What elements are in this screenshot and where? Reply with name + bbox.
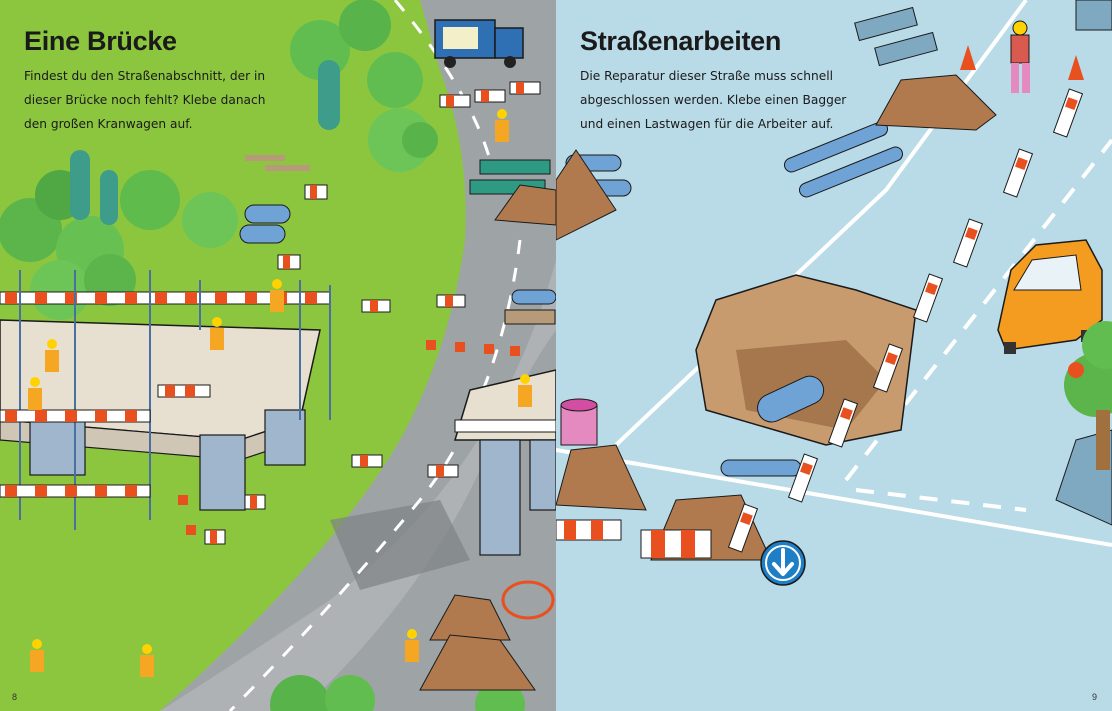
right-page: Straßenarbeiten Die Reparatur dieser Str… [556, 0, 1112, 711]
road [160, 0, 556, 711]
bucket [560, 398, 598, 446]
left-page-number: 8 [12, 692, 18, 702]
left-text-line: den großen Kranwagen auf. [24, 117, 193, 131]
right-text-line: und einen Lastwagen für die Arbeiter auf… [580, 117, 834, 131]
bridge [0, 270, 556, 556]
hose [501, 580, 555, 620]
left-text-line: Findest du den Straßenabschnitt, der in [24, 69, 266, 83]
pipe-in-hole [757, 375, 825, 423]
right-text-line: Die Reparatur dieser Straße muss schnell [580, 69, 833, 83]
left-page-text: Findest du den Straßenabschnitt, der in … [24, 64, 265, 136]
left-page-title: Eine Brücke [24, 26, 177, 56]
right-page-number: 9 [1092, 692, 1098, 702]
roadworks-scene [556, 0, 1112, 586]
right-page-text: Die Reparatur dieser Straße muss schnell… [580, 64, 846, 136]
left-text-line: dieser Brücke noch fehlt? Klebe danach [24, 93, 266, 107]
down-arrow-icon [760, 540, 806, 586]
truck [434, 19, 524, 68]
car [997, 239, 1103, 354]
cones [178, 340, 520, 535]
worker [1010, 20, 1030, 93]
road-markings [228, 0, 522, 711]
barriers [556, 88, 1084, 559]
barrier-stripes [165, 82, 524, 544]
right-page-title: Straßenarbeiten [580, 26, 782, 56]
tree [1064, 321, 1112, 470]
dirt-piles [419, 184, 556, 691]
road-shoulder [160, 260, 556, 711]
right-text-line: abgeschlossen werden. Klebe einen Bagger [580, 93, 847, 107]
cones [960, 45, 1084, 80]
left-page: Eine Brücke Findest du den Straßenabschn… [0, 0, 556, 711]
bridge-scene [0, 0, 556, 711]
workers [28, 109, 532, 677]
